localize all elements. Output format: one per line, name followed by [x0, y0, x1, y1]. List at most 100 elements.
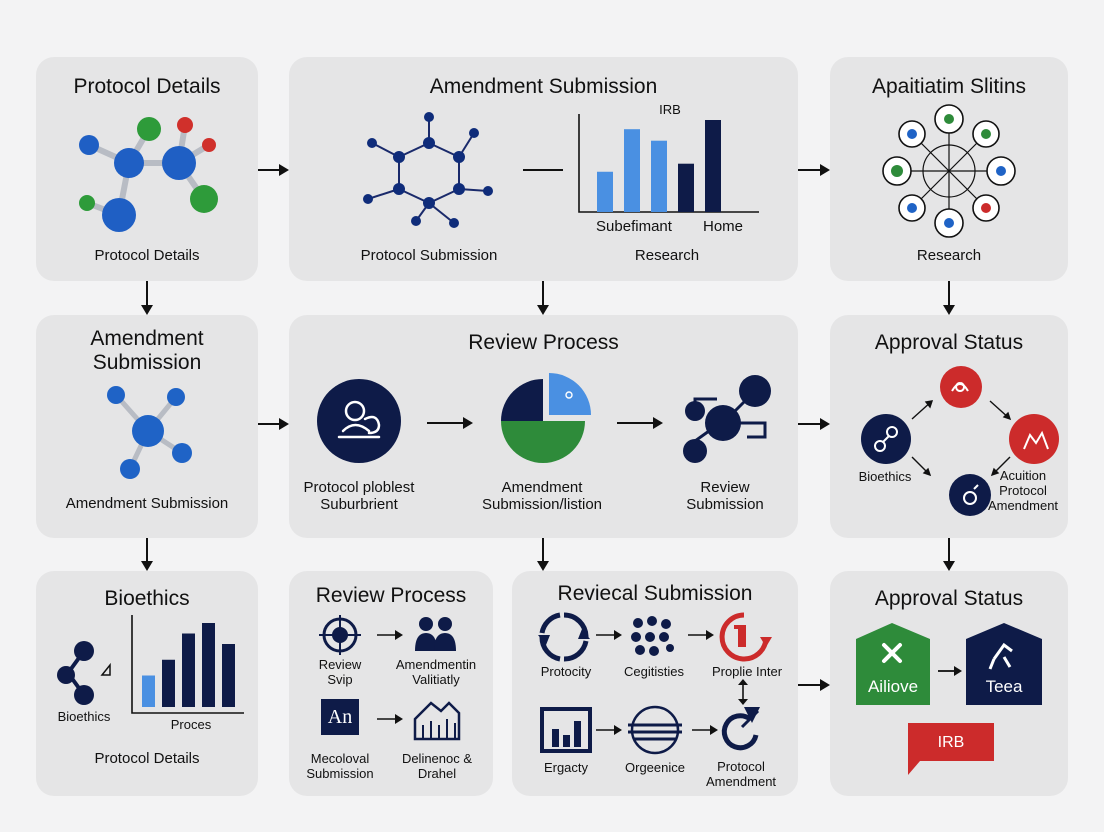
approve-card-label: Ailiove	[867, 677, 919, 696]
panel-caption: Research	[916, 247, 982, 264]
panel-title: Review Process	[315, 584, 467, 607]
panel-caption: Protocol Details	[94, 247, 200, 264]
chart-top-label: IRB	[659, 102, 681, 117]
mecoloval-line1: Mecoloval	[310, 751, 370, 766]
right-node-label-line3: Amendment	[987, 498, 1059, 513]
flow-arrow	[692, 725, 718, 735]
flow-arrow	[596, 725, 622, 735]
molecule-icon	[79, 117, 218, 232]
protocol-amendment-line1: Protocol	[717, 759, 765, 774]
protocol-submission-label: Protocol Submission	[360, 247, 498, 264]
approval-cards-graphic	[856, 623, 1042, 775]
chart-axis	[131, 615, 244, 714]
molecule-small-icon	[107, 386, 192, 479]
chart-bar	[597, 171, 613, 212]
research-label: Research	[634, 247, 700, 264]
panel-amendment-submission-left: Amendment Submission Amendment Submissio…	[36, 315, 258, 538]
amendment-valid-line2: Valitiatly	[412, 672, 460, 687]
hexagon-network-icon	[363, 112, 493, 228]
pie-chart-icon	[501, 373, 591, 463]
bar-frame-icon	[540, 707, 592, 753]
irb-flag-label: IRB	[937, 734, 965, 751]
amendment-valid-line1: Amendmentin	[395, 657, 477, 672]
arrow-down-c3-a	[943, 281, 955, 315]
arrow-down-c1-a	[141, 281, 153, 315]
delinenoc-line1: Delinenoc &	[401, 751, 473, 766]
orgeenice-label: Orgeenice	[625, 760, 685, 775]
right-node-label-line2: Protocol	[999, 483, 1047, 498]
person-circle-icon	[317, 379, 401, 463]
chart-bar	[142, 675, 155, 707]
people-group-icon	[415, 617, 456, 651]
flow-arrow	[377, 714, 403, 724]
bar-chart-amendment	[578, 114, 759, 213]
arrow-right-r2-a	[258, 418, 289, 430]
step1-label-line2: Suburbrient	[320, 496, 398, 513]
delinenoc-line2: Drahel	[417, 766, 457, 781]
panel-title: Approval Status	[874, 587, 1024, 610]
panel-title: Apaitiatim Slitins	[871, 75, 1027, 98]
chart-axis	[578, 114, 759, 213]
step1-label-line1: Protocol ploblest	[303, 479, 415, 496]
arrow-down-c2-a	[537, 281, 549, 315]
ergacty-label: Ergacty	[543, 760, 589, 775]
icon-wheel	[882, 104, 1016, 238]
building-chart-icon	[413, 701, 461, 741]
vertical-double-arrow	[738, 679, 748, 705]
flow-arrow	[427, 417, 473, 429]
mecoloval-line2: Submission	[306, 766, 374, 781]
arrow-right-r1-a	[258, 164, 289, 176]
chart-x-label-right: Home	[702, 218, 743, 235]
chart-bar	[678, 163, 694, 212]
protocol-amendment-line2: Amendment	[705, 774, 777, 789]
approval-cycle-icon	[861, 366, 1059, 516]
panel-reviecal-submission: Reviecal Submission	[512, 571, 798, 796]
arrow-right-r2-b	[798, 418, 830, 430]
step2-label-line1: Amendment	[501, 479, 583, 496]
panel-amendment-submission-top: Amendment Submission Protocol Submission	[289, 57, 798, 281]
panel-caption: Amendment Submission	[65, 495, 229, 512]
arrow-down-c3-b	[943, 538, 955, 571]
step2-label-line2: Submission/listion	[481, 496, 603, 513]
target-person-icon	[319, 615, 361, 655]
chart-bar	[624, 129, 640, 212]
flow-arrow	[377, 630, 403, 640]
connector-dash	[523, 169, 563, 171]
chart-bar	[222, 644, 235, 707]
bar-chart-bioethics	[131, 615, 244, 714]
panel-bioethics: Bioethics Bioethics Proces Protocol Deta…	[36, 571, 258, 796]
cegitisties-label: Cegitisties	[624, 664, 684, 679]
info-refresh-icon	[719, 612, 772, 662]
cycle-arrows-icon	[538, 612, 590, 662]
flow-arrow	[617, 417, 663, 429]
flow-arrow	[596, 630, 622, 640]
chart-bar	[651, 140, 667, 212]
panel-review-process-middle: Review Process	[289, 315, 798, 538]
dot-grid-icon	[631, 616, 674, 656]
panel-title-line1: Amendment	[90, 327, 204, 350]
arrow-down-c1-b	[141, 538, 153, 571]
panel-title: Reviecal Submission	[557, 582, 753, 605]
step3-label-line2: Submission	[686, 496, 764, 513]
refresh-arrow-icon	[721, 707, 760, 751]
arrow-right-r1-b	[798, 164, 830, 176]
flow-arrow	[688, 630, 714, 640]
panel-review-process-bottom: Review Process Review Svip Amendmentin V…	[289, 571, 493, 796]
chart-bar	[182, 633, 195, 707]
team-card-label: Teea	[985, 677, 1023, 696]
review-svip-line1: Review	[318, 657, 362, 672]
chart-label-proces: Proces	[170, 717, 212, 732]
step3-label-line1: Review	[700, 479, 750, 496]
bioethics-side-label: Bioethics	[57, 709, 111, 724]
chart-x-label-left: Subefimant	[596, 218, 672, 235]
network-nodes-icon	[683, 375, 771, 463]
arrow-right-r3	[798, 679, 830, 691]
chart-bar	[202, 623, 215, 707]
chart-bar	[705, 120, 721, 212]
arrow-down-c2-b	[537, 538, 549, 571]
protocity-label: Protocity	[540, 664, 592, 679]
panel-title: Amendment Submission	[429, 75, 658, 98]
review-svip-line2: Svip	[327, 672, 353, 687]
bioethics-node-label: Bioethics	[858, 469, 912, 484]
